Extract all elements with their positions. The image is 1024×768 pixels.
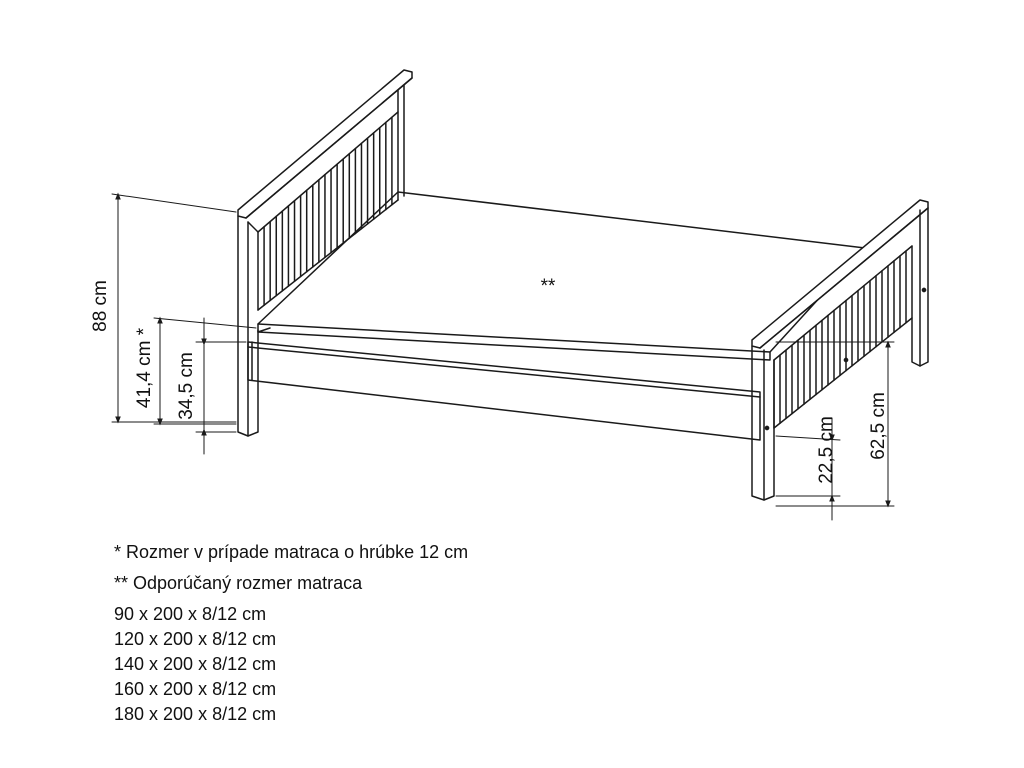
mattress-size-item: 180 x 200 x 8/12 cm xyxy=(114,704,277,724)
bed-dimension-drawing: 88 cm 41,4 cm * 34,5 cm 22,5 cm 62,5 cm … xyxy=(90,69,929,521)
footboard xyxy=(751,199,929,501)
dimension-88cm: 88 cm xyxy=(90,192,237,424)
mattress-size-list: 90 x 200 x 8/12 cm 120 x 200 x 8/12 cm 1… xyxy=(114,602,468,727)
label-22-5cm: 22,5 cm xyxy=(816,416,837,484)
label-41-4cm: 41,4 cm * xyxy=(134,327,155,408)
side-rail xyxy=(247,341,761,441)
mattress-size-item: 160 x 200 x 8/12 cm xyxy=(114,679,277,699)
headboard xyxy=(237,69,413,437)
mattress xyxy=(257,191,866,361)
notes-block: * Rozmer v prípade matraca o hrúbke 12 c… xyxy=(114,540,468,727)
footboard-slats xyxy=(779,250,907,424)
dimension-41-4cm: 41,4 cm * xyxy=(134,316,257,426)
mattress-marker: ** xyxy=(541,276,556,297)
dimension-34-5cm: 34,5 cm xyxy=(176,317,247,455)
dimension-62-5cm: 62,5 cm xyxy=(775,340,895,508)
mattress-size-item: 120 x 200 x 8/12 cm xyxy=(114,629,277,649)
label-62-5cm: 62,5 cm xyxy=(868,392,889,460)
headboard-slats xyxy=(263,116,393,306)
note-mattress-thickness: * Rozmer v prípade matraca o hrúbke 12 c… xyxy=(114,542,469,562)
label-34-5cm: 34,5 cm xyxy=(176,352,197,420)
note-recommended-mattress: ** Odporúčaný rozmer matraca xyxy=(114,573,363,593)
dimension-22-5cm: 22,5 cm xyxy=(775,416,841,521)
mattress-size-item: 140 x 200 x 8/12 cm xyxy=(114,654,277,674)
label-88cm: 88 cm xyxy=(90,280,111,332)
mattress-size-item: 90 x 200 x 8/12 cm xyxy=(114,604,267,624)
